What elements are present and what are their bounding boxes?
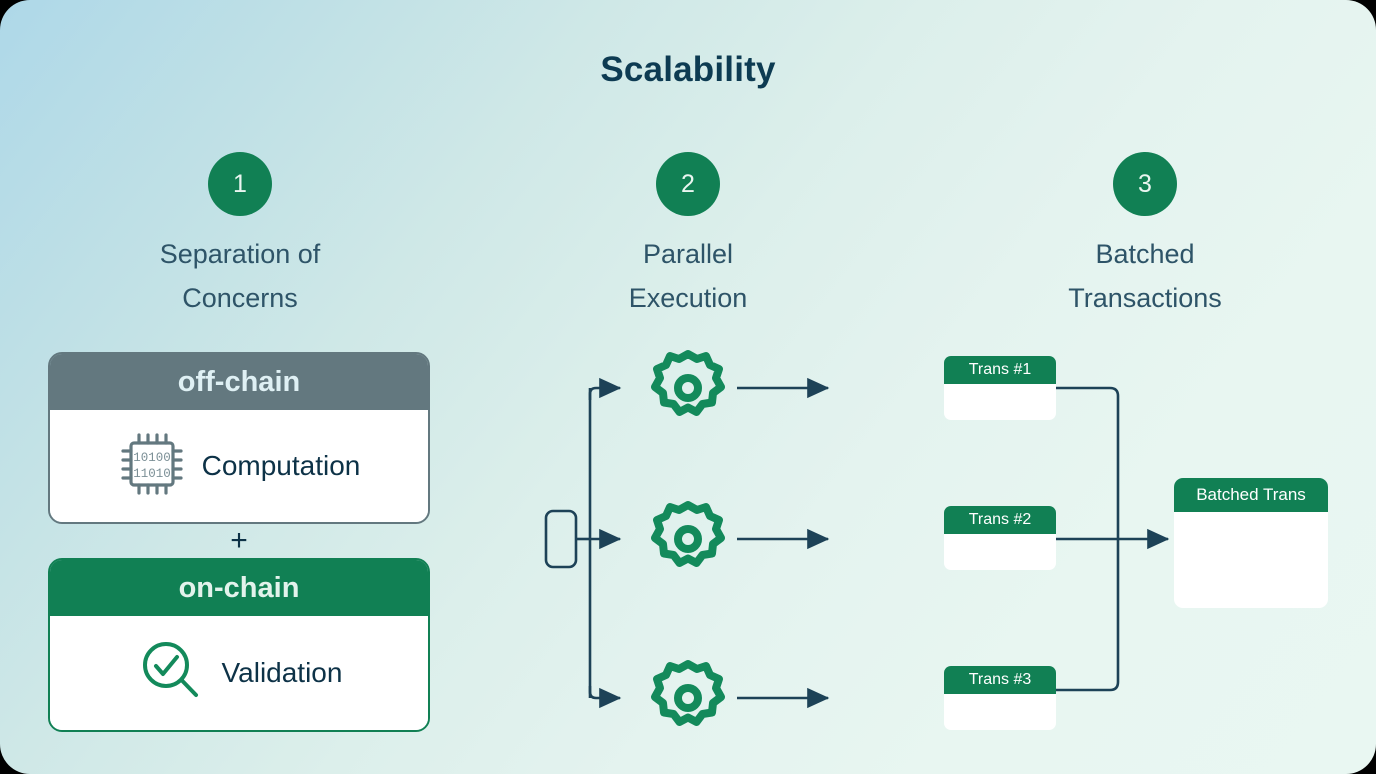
on-chain-body: Validation — [50, 616, 428, 730]
step-number-badge-3: 3 — [1113, 152, 1177, 216]
on-chain-card[interactable]: on-chain Validation — [48, 558, 430, 732]
chip-bits-row-1: 10100 — [133, 451, 171, 465]
transaction-card-2-header: Trans #2 — [944, 506, 1056, 534]
gear-icon-2 — [651, 501, 725, 567]
off-chain-item-label: Computation — [201, 450, 361, 481]
batched-transaction-header: Batched Trans — [1174, 478, 1328, 512]
chip-bits-row-2: 11010 — [133, 467, 171, 481]
off-chain-header: off-chain — [50, 354, 428, 410]
transaction-card-3-header: Trans #3 — [944, 666, 1056, 694]
input-node — [544, 509, 578, 569]
transaction-card-1-header: Trans #1 — [944, 356, 1056, 384]
step-column-2: 2 Parallel Execution — [538, 152, 838, 320]
step-number-badge-2: 2 — [656, 152, 720, 216]
step-label-1: Separation of Concerns — [159, 239, 321, 313]
off-chain-body: 10100 11010 Computation — [50, 410, 428, 522]
batched-transaction-card[interactable]: Batched Trans — [1174, 478, 1328, 608]
step-number-badge-1: 1 — [208, 152, 272, 216]
on-chain-item-label: Validation — [221, 657, 343, 688]
gear-icon-3 — [651, 660, 725, 726]
step-label-3: Batched Transactions — [1068, 239, 1222, 313]
transaction-card-2[interactable]: Trans #2 — [944, 506, 1056, 570]
on-chain-header: on-chain — [50, 560, 428, 616]
step-column-3: 3 Batched Transactions — [995, 152, 1295, 320]
plus-separator: + — [230, 524, 248, 557]
magnifier-check-icon — [136, 636, 206, 711]
chip-icon: 10100 11010 — [118, 430, 186, 503]
off-chain-card[interactable]: off-chain — [48, 352, 430, 524]
transaction-card-1[interactable]: Trans #1 — [944, 356, 1056, 420]
gear-icon-1 — [651, 350, 725, 416]
step-label-2: Parallel Execution — [628, 239, 748, 313]
page-title: Scalability — [600, 50, 776, 89]
transaction-card-3[interactable]: Trans #3 — [944, 666, 1056, 730]
step-column-1: 1 Separation of Concerns — [90, 152, 390, 320]
